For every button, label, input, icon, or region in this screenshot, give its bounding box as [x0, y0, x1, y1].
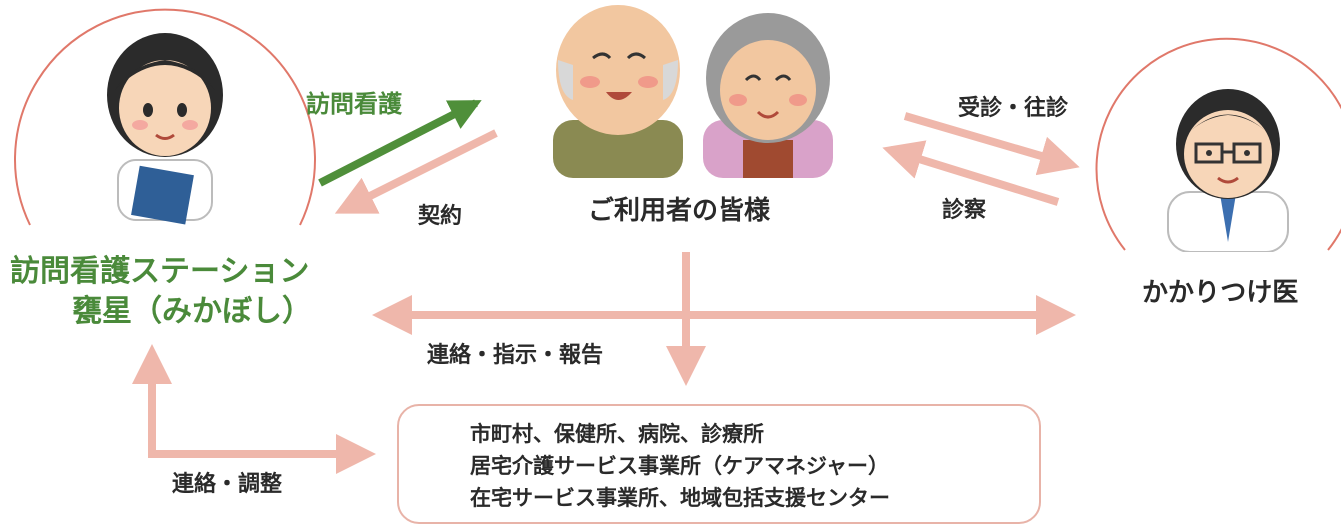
organization-line: 在宅サービス事業所、地域包括支援センター: [470, 486, 890, 510]
organization-line: 居宅介護サービス事業所（ケアマネジャー）: [470, 454, 889, 478]
examination-label: 診察: [942, 198, 987, 223]
organization-line: 市町村、保健所、病院、診療所: [470, 422, 764, 446]
consultation-arrow: [903, 112, 1080, 176]
station-name-line2: 甕星（みかぼし）: [72, 294, 312, 329]
contact-instruction-report-label: 連絡・指示・報告: [427, 343, 604, 368]
users-label: ご利用者の皆様: [588, 196, 771, 226]
visit-nursing-label: 訪問看護: [306, 90, 402, 118]
visit-nursing-arrow: [318, 99, 482, 187]
doctor-circle: [1095, 37, 1341, 251]
nurse-illustration-icon: [107, 33, 223, 225]
doctor-label: かかりつけ医: [1142, 278, 1299, 308]
organizations-list: 市町村、保健所、病院、診療所 居宅介護サービス事業所（ケアマネジャー） 在宅サー…: [470, 418, 890, 514]
consultation-label: 受診・往診: [958, 96, 1069, 121]
station-name-line1: 訪問看護ステーション: [10, 254, 310, 289]
elderly-couple-illustration-icon: [553, 5, 833, 178]
contract-label: 契約: [418, 204, 463, 229]
doctor-illustration-icon: [1167, 89, 1289, 252]
organizations-box: [397, 404, 1041, 524]
contract-arrow: [334, 129, 498, 214]
contact-coordination-label: 連絡・調整: [172, 472, 283, 497]
examination-arrow: [882, 140, 1060, 206]
coordination-line: [132, 344, 376, 474]
station-circle: [14, 8, 316, 226]
